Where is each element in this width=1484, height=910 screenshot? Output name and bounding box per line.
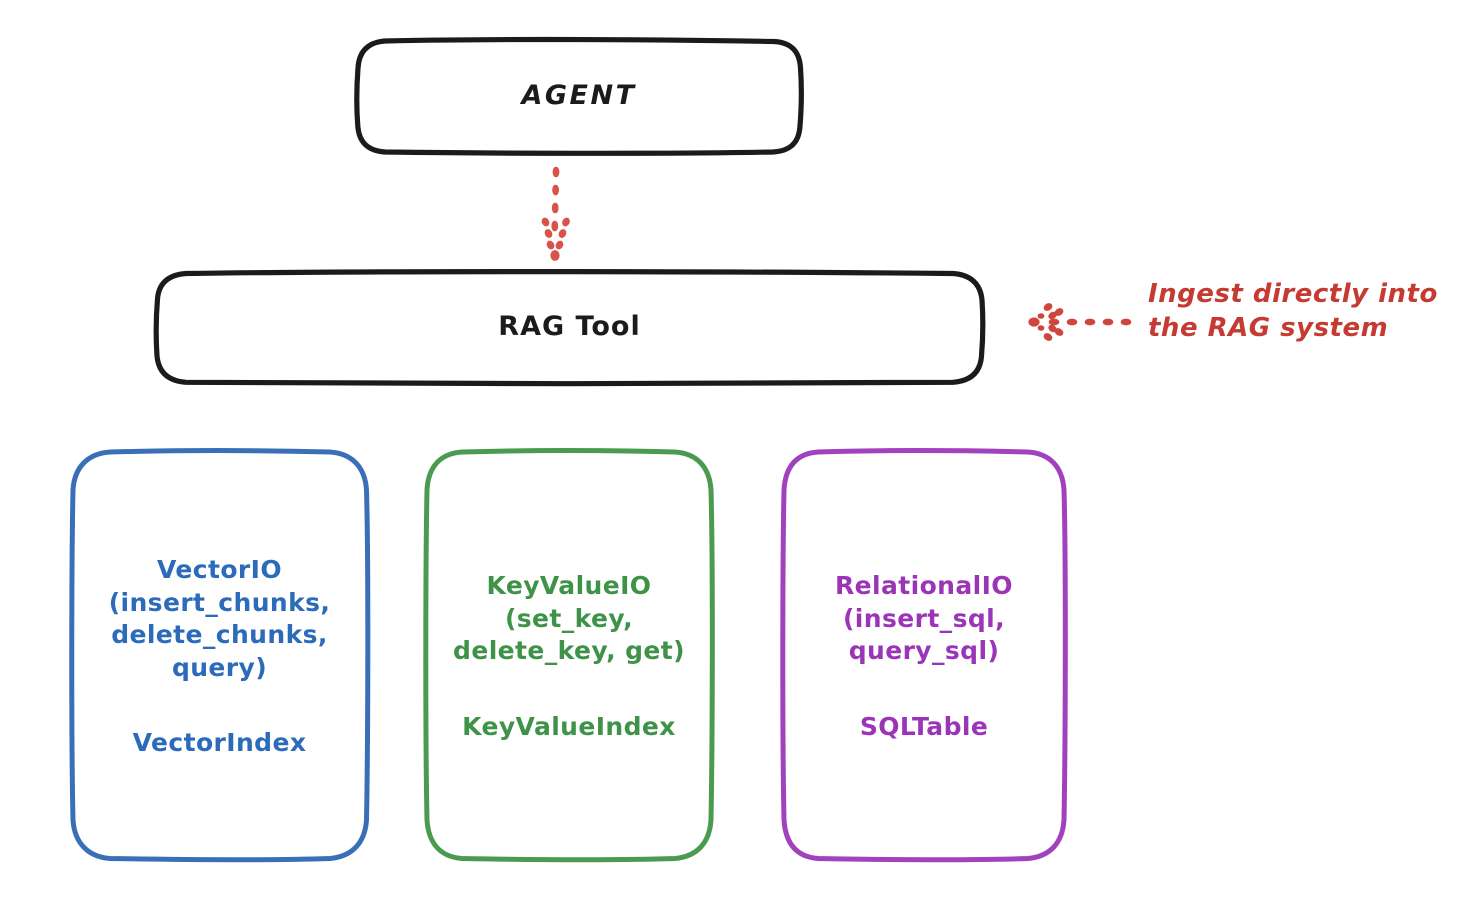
vector-io-box[interactable]: VectorIO (insert_chunks, delete_chunks, … <box>72 450 367 861</box>
agent-box-outline <box>354 36 804 156</box>
ingest-to-rag-tool-connector <box>1028 303 1132 341</box>
rag-tool-box[interactable]: RAG Tool <box>156 272 983 383</box>
relational-io-api-label: RelationalIO (insert_sql, query_sql) <box>835 571 1013 666</box>
rag-tool-box-outline <box>153 269 986 387</box>
vector-io-api-label: VectorIO (insert_chunks, delete_chunks, … <box>108 555 331 682</box>
agent-label: AGENT <box>521 80 637 112</box>
vector-io-box-outline <box>69 447 371 863</box>
key-value-io-box[interactable]: KeyValueIO (set_key, delete_key, get) Ke… <box>427 450 711 861</box>
rag-tool-label: RAG Tool <box>498 311 641 343</box>
relational-io-index-label: SQLTable <box>859 711 989 741</box>
relational-io-box-outline <box>780 447 1068 863</box>
vector-io-index-label: VectorIndex <box>132 728 307 757</box>
relational-io-box[interactable]: RelationalIO (insert_sql, query_sql) SQL… <box>784 450 1064 861</box>
key-value-io-api-label: KeyValueIO (set_key, delete_key, get) <box>453 571 685 666</box>
key-value-io-index-label: KeyValueIndex <box>462 711 676 741</box>
agent-box[interactable]: AGENT <box>357 40 801 153</box>
agent-to-rag-tool-connector <box>541 166 570 261</box>
key-value-io-box-outline <box>423 447 715 863</box>
ingest-annotation-text: Ingest directly into the RAG system <box>1148 279 1438 343</box>
